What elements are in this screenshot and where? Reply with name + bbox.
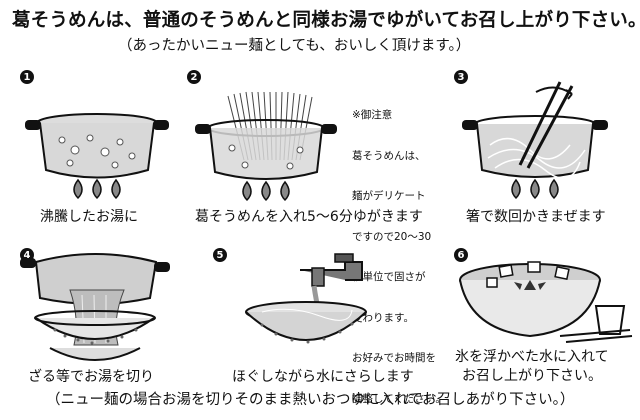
step-caption-line: お召し上がり下さい。: [462, 368, 602, 384]
step-caption: 葛そうめんを入れ5～6分ゆがきます: [195, 209, 423, 225]
page-subtitle: （あったかいニュー麺としても、おいしく頂けます。）: [118, 38, 471, 54]
note-line: 麺がデリケート: [352, 190, 426, 202]
note-line: ですので20～30: [352, 230, 432, 243]
note-line: ※御注意: [352, 109, 393, 121]
step-caption: 沸騰したお湯に: [40, 209, 138, 225]
page-title: 葛そうめんは、普通のそうめんと同様お湯でゆがいてお召し上がり下さい。: [12, 10, 640, 31]
caution-note: ※御注意 葛そうめんは、 麺がデリケート ですので20～30 秒単位で固さが 変…: [352, 82, 446, 420]
step-number-badge: 3: [454, 70, 468, 84]
step-number-badge: 5: [213, 248, 227, 262]
step-caption: 箸で数回かきまぜます: [466, 209, 606, 225]
footer-note: （ニュー麺の場合お湯を切りそのまま熱いおつゆに入れてお召しあがり下さい。）: [46, 392, 575, 408]
step-caption: ほぐしながら水にさらします: [232, 369, 414, 385]
note-line: お好みでお時間を: [352, 352, 436, 364]
step-number-badge: 2: [187, 70, 201, 84]
step-caption: ざる等でお湯を切り: [28, 369, 154, 385]
note-line: 葛そうめんは、: [352, 149, 426, 162]
note-line: 変わります。: [352, 311, 414, 324]
note-line: 調整してください。: [352, 392, 446, 405]
note-line: 秒単位で固さが: [352, 271, 426, 283]
step-number-badge: 6: [454, 248, 468, 262]
step-caption-line: 氷を浮かべた水に入れて: [455, 349, 609, 365]
step-number-badge: 1: [20, 70, 34, 84]
